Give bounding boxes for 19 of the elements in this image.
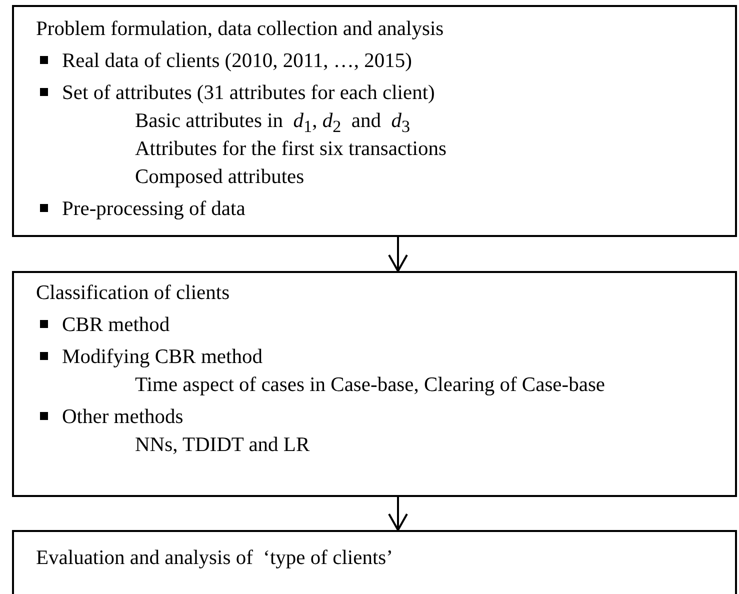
process-box (12, 530, 737, 594)
box-heading: Evaluation and analysis of ‘type of clients’ (36, 546, 394, 570)
sub-item: Attributes for the first six transactions (134, 137, 448, 161)
process-box (12, 271, 737, 497)
list-item: CBR method (62, 314, 170, 336)
sub-item: Composed attributes (134, 165, 306, 189)
list-item: Real data of clients (2010, 2011, …, 2015) (62, 50, 412, 72)
list-item: Pre-processing of data (62, 198, 246, 220)
box-heading: Problem formulation, data collection and analysis (36, 17, 445, 41)
arrow (388, 237, 408, 272)
sub-item: NNs, TDIDT and LR (134, 433, 311, 457)
arrow (388, 497, 408, 531)
sub-item: Basic attributes in d$_{1}$, d$_{2}$ and d$_{3}$ (134, 109, 412, 133)
process-box (12, 5, 737, 237)
sub-item: Time aspect of cases in Case-base, Clearing of Case-base (134, 373, 606, 397)
list-item: Modifying CBR method (62, 346, 262, 368)
list-item: Set of attributes (31 attributes for each client) (62, 82, 435, 104)
list-item: Other methods (62, 406, 184, 428)
box-heading: Classification of clients (36, 281, 231, 305)
